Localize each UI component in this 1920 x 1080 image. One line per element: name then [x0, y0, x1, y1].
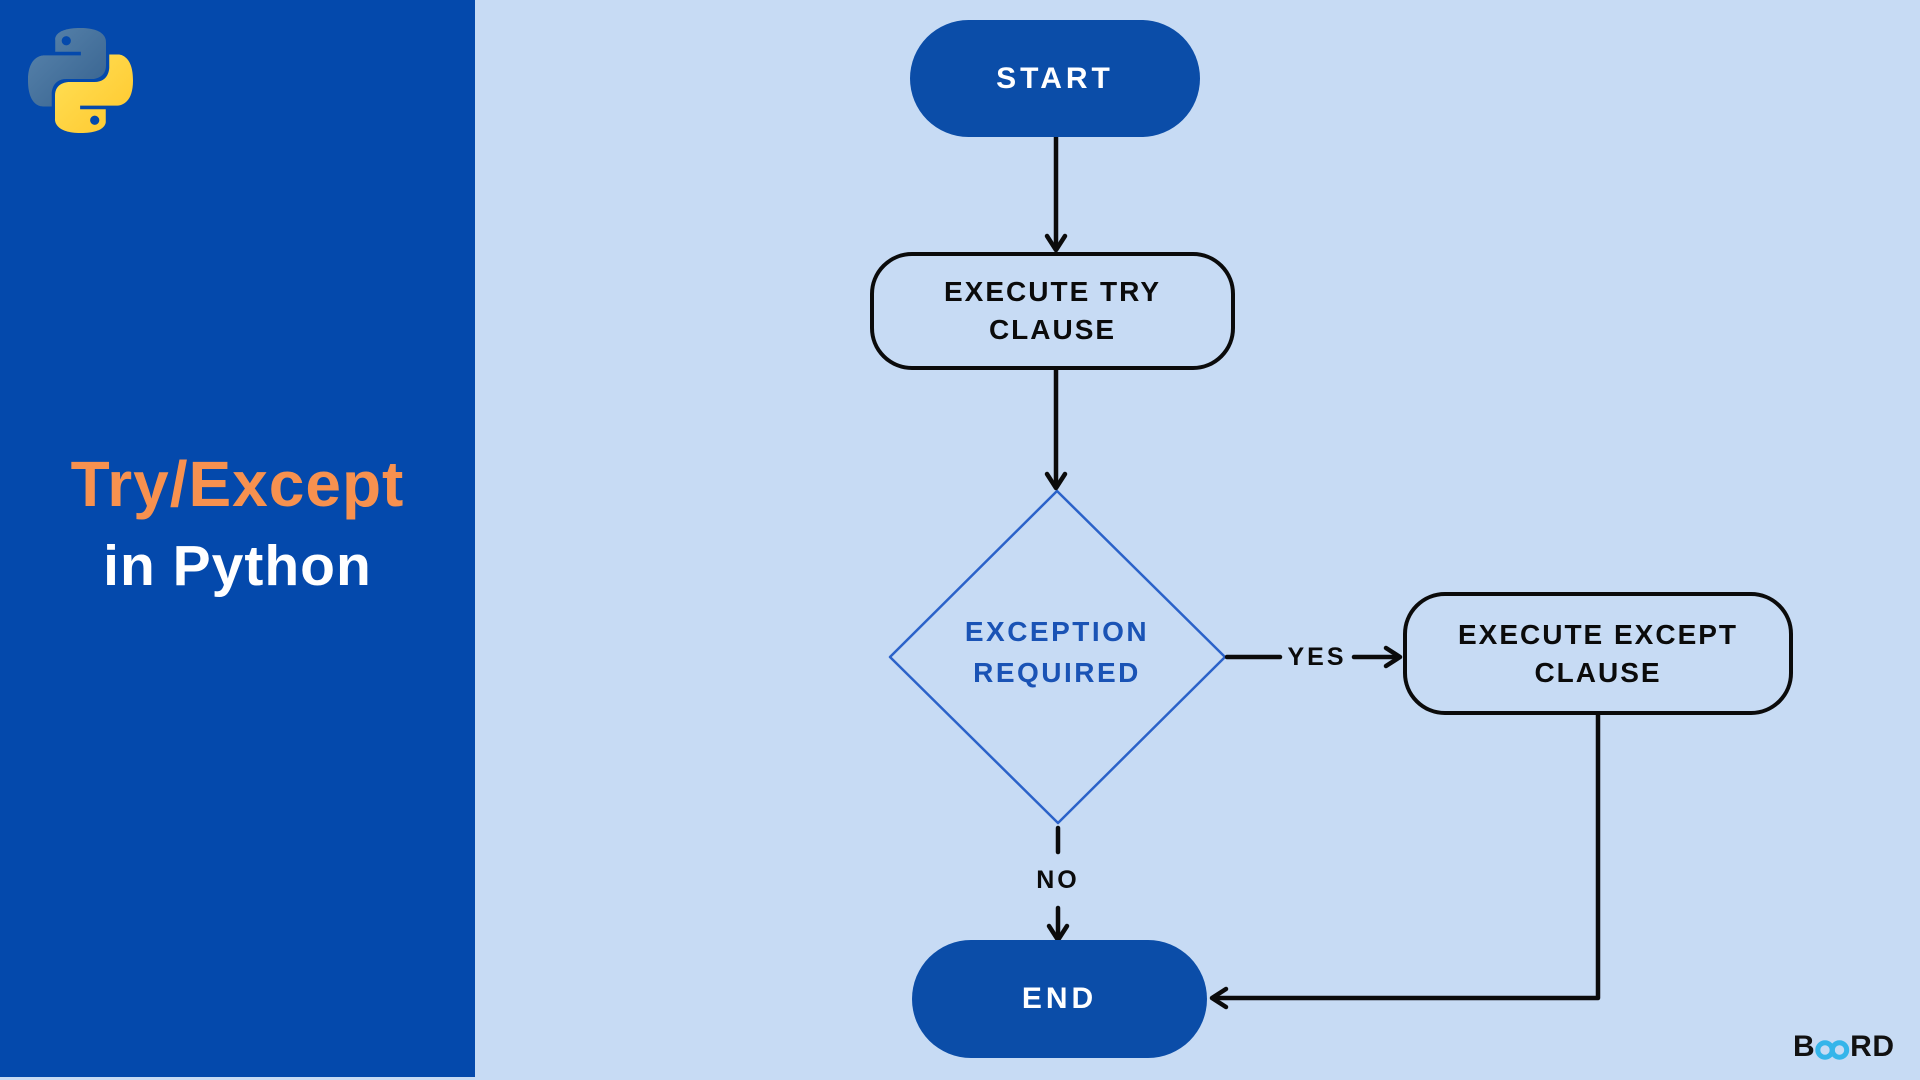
- flow-node-start: START: [910, 20, 1200, 137]
- flow-node-decision: EXCEPTION REQUIRED: [905, 612, 1209, 693]
- board-logo-b: B: [1793, 1030, 1816, 1063]
- arrowhead-left-icon: [1209, 986, 1229, 1010]
- arrowhead-down-icon: [1044, 233, 1068, 253]
- title-line-accent: Try/Except: [70, 448, 405, 520]
- edge-except-end: [1213, 712, 1601, 1001]
- edge-label-no: NO: [1036, 866, 1080, 894]
- page-title: Try/Except in Python: [0, 452, 475, 595]
- arrowhead-right-icon: [1383, 645, 1403, 669]
- start-label: START: [996, 61, 1114, 95]
- arrowhead-down-icon: [1046, 923, 1070, 943]
- execute-except-label: EXECUTE EXCEPT CLAUSE: [1457, 618, 1739, 688]
- flow-node-end: END: [912, 940, 1207, 1058]
- edge-label-yes: YES: [1287, 643, 1347, 671]
- infinity-icon: [1815, 1039, 1850, 1060]
- python-logo-icon: [28, 28, 133, 133]
- board-logo: B RD: [1793, 1030, 1895, 1064]
- flow-node-execute-except: EXECUTE EXCEPT CLAUSE: [1403, 592, 1793, 715]
- arrowhead-down-icon: [1044, 471, 1068, 491]
- title-line-rest: in Python: [103, 534, 372, 598]
- decision-label: EXCEPTION REQUIRED: [964, 616, 1150, 688]
- flow-node-execute-try: EXECUTE TRY CLAUSE: [870, 252, 1235, 370]
- execute-try-label: EXECUTE TRY CLAUSE: [944, 276, 1161, 345]
- board-logo-rd: RD: [1850, 1030, 1895, 1063]
- end-label: END: [1021, 982, 1098, 1015]
- sidebar: Try/Except in Python: [0, 0, 475, 1077]
